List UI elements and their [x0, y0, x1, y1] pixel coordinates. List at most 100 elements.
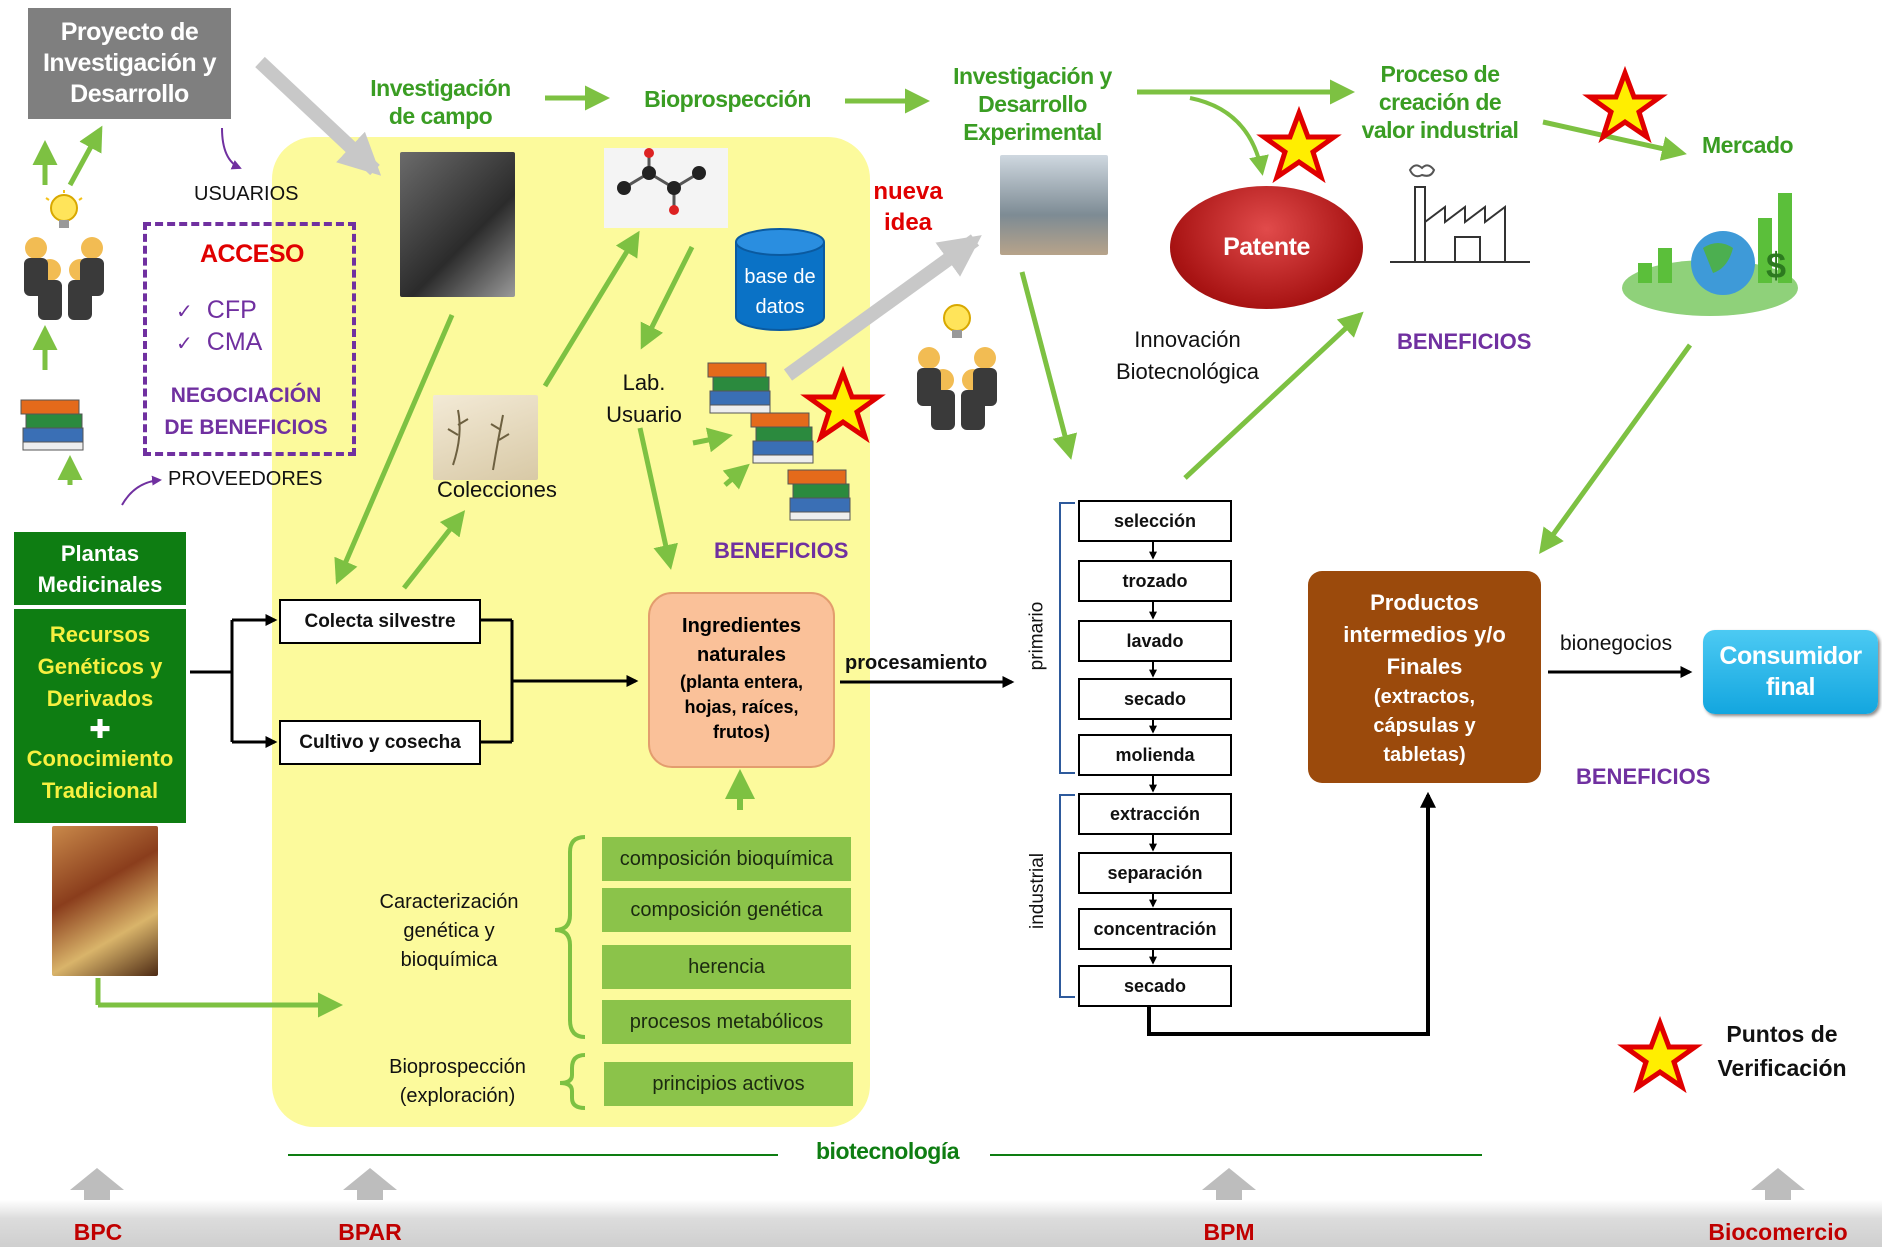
cfp-item: ✓ CFP — [176, 296, 257, 325]
characterization-item-label: composición bioquímica — [619, 847, 834, 870]
colecta-label: Colecta silvestre — [304, 610, 456, 632]
check-icon: ✓ — [176, 301, 193, 323]
lab-photo — [1000, 155, 1108, 255]
team-idea-icon — [10, 190, 118, 325]
characterization-item-label: procesos metabólicos — [629, 1010, 824, 1033]
bioprospeccion-label: Bioprospección — [644, 86, 811, 112]
field-research-photo — [400, 152, 515, 297]
nueva-idea-label: nueva idea — [873, 178, 943, 236]
colecciones-label: Colecciones — [437, 477, 557, 502]
process-step-label: secado — [1123, 688, 1187, 709]
process-step: lavado — [1078, 620, 1232, 662]
gray-arrow-project — [255, 56, 382, 176]
primario-label: primario — [1026, 601, 1048, 671]
books-icon — [705, 353, 775, 418]
characterization-item: composición genética — [602, 888, 851, 932]
process-step: secado — [1078, 678, 1232, 720]
cultivo-box: Cultivo y cosecha — [279, 720, 481, 765]
characterization-item-label: herencia — [688, 955, 765, 978]
bionegocios-label: bionegocios — [1560, 632, 1673, 655]
conocimiento-label: Conocimiento Tradicional — [26, 746, 174, 803]
beneficios-bottom-label: BENEFICIOS — [1576, 764, 1711, 789]
process-step-label: separación — [1107, 862, 1203, 883]
molecule-image — [604, 148, 728, 228]
plantas-label: Plantas Medicinales — [37, 540, 163, 597]
herbarium-image — [433, 395, 538, 480]
innovacion-label: Innovación Biotecnológica — [1115, 327, 1260, 384]
procesamiento-label: procesamiento — [845, 652, 988, 674]
team-idea-icon — [903, 300, 1011, 435]
process-step-label: selección — [1113, 510, 1197, 531]
consumidor-label: Consumidor final — [1719, 642, 1862, 701]
database-label: base de datos — [744, 266, 816, 318]
cma-item: ✓ CMA — [176, 328, 262, 357]
characterization-item: composición bioquímica — [602, 837, 851, 881]
recursos-box: Recursos Genéticos y Derivados ✚ Conocim… — [14, 609, 186, 823]
proveedores-label: PROVEEDORES — [168, 468, 323, 490]
cultivo-label: Cultivo y cosecha — [299, 731, 461, 753]
database-icon — [734, 228, 826, 331]
verification-star-icon — [800, 365, 886, 444]
beneficios-lab-label: BENEFICIOS — [714, 538, 849, 563]
proceso-valor-label: Proceso de creación de valor industrial — [1361, 61, 1519, 143]
negociacion-label: NEGOCIACIÓN DE BENEFICIOS — [164, 384, 328, 439]
verification-star-icon — [1617, 1015, 1703, 1094]
verification-star-icon — [1256, 105, 1342, 184]
productos-box: Productos intermedios y/o Finales (extra… — [1308, 571, 1541, 783]
gray-arrow-lab — [783, 234, 982, 381]
ingredientes-box: Ingredientes naturales (planta entera, h… — [648, 592, 835, 768]
check-icon: ✓ — [176, 333, 193, 355]
characterization-item-label: composición genética — [630, 898, 823, 921]
process-step: trozado — [1078, 560, 1232, 602]
ingredientes-detail: (planta entera, hojas, raíces, frutos) — [679, 672, 804, 742]
process-step: concentración — [1078, 908, 1232, 950]
bpc-label: BPC — [73, 1219, 123, 1245]
usuarios-label: USUARIOS — [194, 183, 299, 205]
caracterizacion-label: Caracterización genética y bioquímica — [379, 891, 519, 971]
process-step: molienda — [1078, 734, 1232, 776]
biocomercio-label: Biocomercio — [1708, 1219, 1848, 1245]
acceso-label: ACCESO — [200, 240, 304, 268]
books-icon — [785, 460, 855, 525]
books-icon — [18, 390, 88, 455]
plantas-box: Plantas Medicinales — [14, 532, 186, 605]
biotecnologia-label: biotecnología — [816, 1138, 960, 1164]
consumidor-box: Consumidor final — [1703, 630, 1878, 714]
inv-campo-label: Investigación de campo — [370, 75, 511, 129]
characterization-item: herencia — [602, 945, 851, 989]
plus-icon: ✚ — [89, 714, 111, 744]
industrial-label: industrial — [1027, 852, 1049, 930]
lab-usuario-label: Lab. Usuario — [606, 370, 682, 427]
ingredientes-title: Ingredientes naturales — [682, 615, 801, 666]
acceso-box — [143, 222, 356, 456]
bpm-label: BPM — [1203, 1219, 1255, 1245]
books-icon — [748, 403, 818, 468]
bpar-label: BPAR — [338, 1219, 402, 1245]
process-step: selección — [1078, 500, 1232, 542]
characterization-item: procesos metabólicos — [602, 1000, 851, 1044]
colecta-box: Colecta silvestre — [279, 599, 481, 644]
cma-label: CMA — [206, 328, 263, 356]
productos-detail: (extractos, cápsulas y tabletas) — [1373, 686, 1476, 766]
process-step-label: extracción — [1109, 803, 1201, 824]
process-step: separación — [1078, 852, 1232, 894]
mercado-label: Mercado — [1701, 132, 1794, 158]
verification-star-icon — [1582, 65, 1668, 144]
factory-icon — [1385, 152, 1535, 272]
recursos-label: Recursos Genéticos y Derivados — [37, 622, 163, 711]
cfp-label: CFP — [206, 296, 257, 324]
process-step: secado — [1078, 965, 1232, 1007]
bottom-band — [0, 1200, 1882, 1247]
puntos-verificacion-label: Puntos de Verificación — [1717, 1021, 1847, 1081]
project-label: Proyecto de Investigación y Desarrollo — [42, 18, 217, 108]
productos-title: Productos intermedios y/o Finales — [1343, 590, 1506, 679]
beneficios-top-label: BENEFICIOS — [1397, 329, 1532, 354]
process-step: extracción — [1078, 793, 1232, 835]
process-step-label: molienda — [1115, 744, 1195, 765]
market-image: $ — [1618, 168, 1803, 323]
process-step-label: concentración — [1093, 918, 1217, 939]
principios-bar: principios activos — [604, 1062, 853, 1106]
process-step-label: lavado — [1126, 630, 1184, 651]
patente-ellipse: Patente — [1170, 186, 1363, 309]
